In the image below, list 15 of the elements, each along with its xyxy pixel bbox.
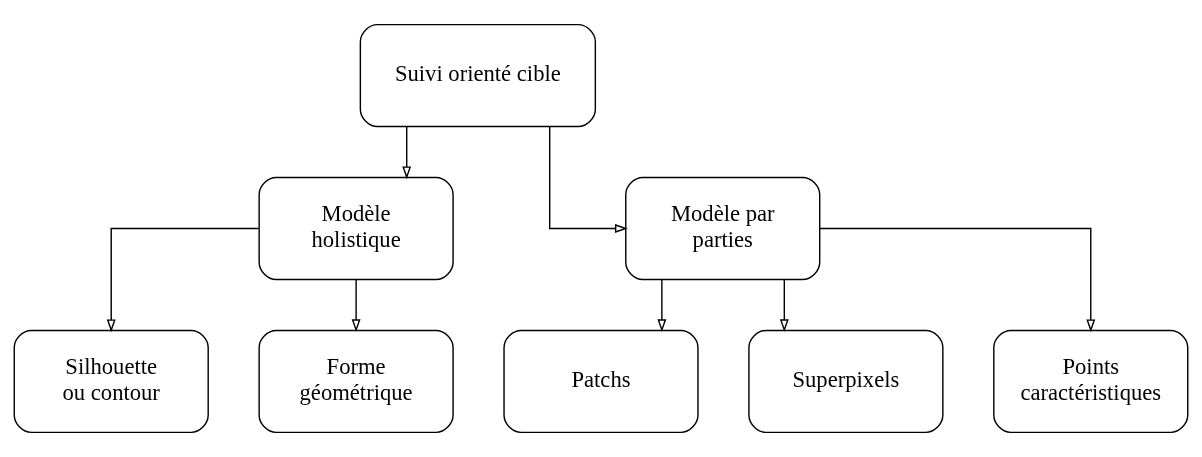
arrow: [106, 227, 260, 333]
node-box: Patchs: [503, 329, 699, 434]
arrow: [351, 279, 361, 333]
arrow: [819, 227, 1096, 333]
node-box: Suivi orienté cible: [359, 23, 597, 128]
node-box: Modèle par parties: [625, 176, 821, 281]
arrow: [779, 279, 789, 333]
arrow: [657, 279, 667, 333]
node-box: Superpixels: [748, 329, 944, 434]
arrow: [402, 126, 412, 180]
node-box: Forme géométrique: [258, 329, 454, 434]
node-box: Points caractéristiques: [993, 329, 1189, 434]
node-box: Silhouette ou contour: [13, 329, 209, 434]
arrow: [549, 126, 628, 233]
node-box: Modèle holistique: [258, 176, 454, 281]
